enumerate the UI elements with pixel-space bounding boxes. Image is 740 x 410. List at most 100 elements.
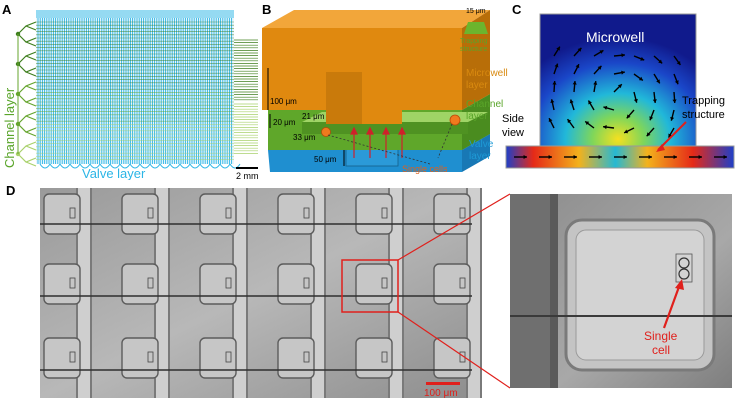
channel-edge bbox=[168, 188, 170, 398]
microwell bbox=[277, 263, 315, 305]
velocity-arrow-head bbox=[638, 76, 643, 81]
trapping-structure-label-1: Trapping bbox=[682, 95, 725, 107]
velocity-arrow-head bbox=[554, 63, 559, 68]
valve-connector bbox=[159, 163, 171, 169]
trap bbox=[381, 351, 388, 363]
velocity-arrow-head bbox=[603, 125, 607, 130]
valve-connector bbox=[49, 163, 61, 169]
velocity-arrow-head bbox=[633, 98, 638, 103]
velocity-arrow-head bbox=[674, 80, 679, 85]
velocity-arrow-head bbox=[670, 116, 675, 121]
channel-layer-label-2: layer bbox=[466, 111, 488, 122]
panel-d-letter: D bbox=[6, 183, 16, 198]
trap bbox=[303, 351, 310, 363]
dim-20-label: 20 μm bbox=[273, 118, 296, 127]
trap bbox=[459, 277, 466, 289]
velocity-arrow-head bbox=[656, 79, 660, 84]
channel-layer-label-1: Channel bbox=[466, 99, 503, 110]
valve-connector bbox=[69, 163, 81, 169]
microwell bbox=[355, 263, 393, 305]
valve-layer-label-2: layer bbox=[469, 151, 491, 162]
valve-header bbox=[36, 10, 234, 18]
valve-connector bbox=[169, 163, 181, 169]
velocity-arrow-head bbox=[573, 154, 577, 160]
side-view-label-1: Side bbox=[502, 113, 524, 125]
single-cell-label-1: Single bbox=[644, 329, 678, 343]
velocity-arrow-head bbox=[617, 84, 622, 89]
valve-connector bbox=[149, 163, 161, 169]
velocity-arrow-head bbox=[649, 116, 654, 121]
microwell bbox=[355, 337, 393, 379]
valve-connector bbox=[79, 163, 91, 169]
valve-connector bbox=[109, 163, 121, 169]
single-cell-2 bbox=[449, 114, 461, 126]
velocity-arrow-head bbox=[597, 65, 602, 70]
tree-branch bbox=[17, 21, 37, 47]
dim-100-label: 100 μm bbox=[270, 97, 297, 106]
zoom-line-bottom bbox=[397, 311, 511, 389]
trap bbox=[225, 277, 232, 289]
valve-layer-label: Valve layer bbox=[82, 166, 146, 180]
channel-layer-side bbox=[462, 94, 490, 150]
velocity-arrow-head bbox=[599, 50, 604, 54]
single-cell-pointer bbox=[662, 283, 682, 329]
valve-layer-label-1: Valve bbox=[469, 139, 494, 150]
velocity-arrow-head bbox=[723, 154, 727, 160]
channel-edge bbox=[402, 188, 404, 398]
panel-d-scale-label: 100 μm bbox=[424, 388, 458, 399]
microwell-layer-side bbox=[462, 10, 490, 110]
velocity-arrow-head bbox=[598, 154, 602, 160]
channel-edge bbox=[90, 188, 92, 398]
valve-connector bbox=[219, 163, 231, 169]
microwell bbox=[433, 337, 471, 379]
trap bbox=[147, 277, 154, 289]
velocity-arrow-head bbox=[621, 70, 625, 75]
trap bbox=[69, 351, 76, 363]
tree-branch bbox=[17, 141, 37, 167]
zoom-cell-b bbox=[678, 268, 690, 280]
velocity-arrow-head bbox=[673, 154, 677, 160]
velocity-arrow-head bbox=[626, 114, 631, 119]
valve-connector bbox=[189, 163, 201, 169]
single-cell-1 bbox=[321, 127, 331, 137]
trapping-pointer-arrow bbox=[657, 121, 687, 151]
microwell bbox=[199, 337, 237, 379]
microwell-array bbox=[40, 188, 482, 398]
trap bbox=[69, 277, 76, 289]
velocity-arrow-head bbox=[585, 121, 590, 126]
velocity-arrow-head bbox=[575, 64, 580, 69]
velocity-arrow-head bbox=[668, 133, 673, 138]
single-cells-label: Single cells bbox=[402, 164, 448, 174]
microwell bbox=[43, 337, 81, 379]
microwell-label: Microwell bbox=[586, 29, 644, 45]
microwell-pillar bbox=[326, 72, 362, 124]
zoom-microwell-inner bbox=[575, 229, 705, 361]
valve-layer-side bbox=[462, 134, 490, 172]
velocity-arrow-head bbox=[672, 99, 677, 103]
valve-connector bbox=[199, 163, 211, 169]
velocity-arrow-head bbox=[621, 53, 625, 58]
velocity-arrow-head bbox=[577, 47, 582, 52]
velocity-arrow-head bbox=[640, 56, 645, 61]
trapping-pointer-head bbox=[656, 144, 665, 152]
valve-connector bbox=[39, 163, 51, 169]
zoom-left-wall bbox=[510, 194, 550, 388]
microwell-layer-top bbox=[262, 10, 490, 28]
zoom-wall-edge bbox=[550, 194, 558, 388]
valve-connector bbox=[179, 163, 191, 169]
trapping-dim-label: 15 μm bbox=[466, 8, 486, 15]
microwell bbox=[121, 263, 159, 305]
zoom-line-top bbox=[397, 193, 511, 261]
trap bbox=[381, 277, 388, 289]
panel-a-scale-label: 2 mm bbox=[236, 171, 259, 180]
side-view-label-2: view bbox=[502, 127, 524, 139]
panel-b-3d-schematic: 100 μm 20 μm 21 μm 33 μm 50 μm Single ce… bbox=[262, 8, 508, 174]
dim-50-label: 50 μm bbox=[314, 155, 337, 164]
velocity-arrow-head bbox=[593, 81, 598, 85]
panel-d-scale-bar bbox=[426, 382, 460, 385]
panel-c-flow-simulation: Microwell Side view Trapping structure bbox=[502, 13, 735, 169]
velocity-arrow-head bbox=[676, 60, 681, 65]
channel-band bbox=[390, 188, 402, 398]
valve-connector bbox=[89, 163, 101, 169]
microwell-layer-label-1: Microwell bbox=[466, 68, 508, 79]
